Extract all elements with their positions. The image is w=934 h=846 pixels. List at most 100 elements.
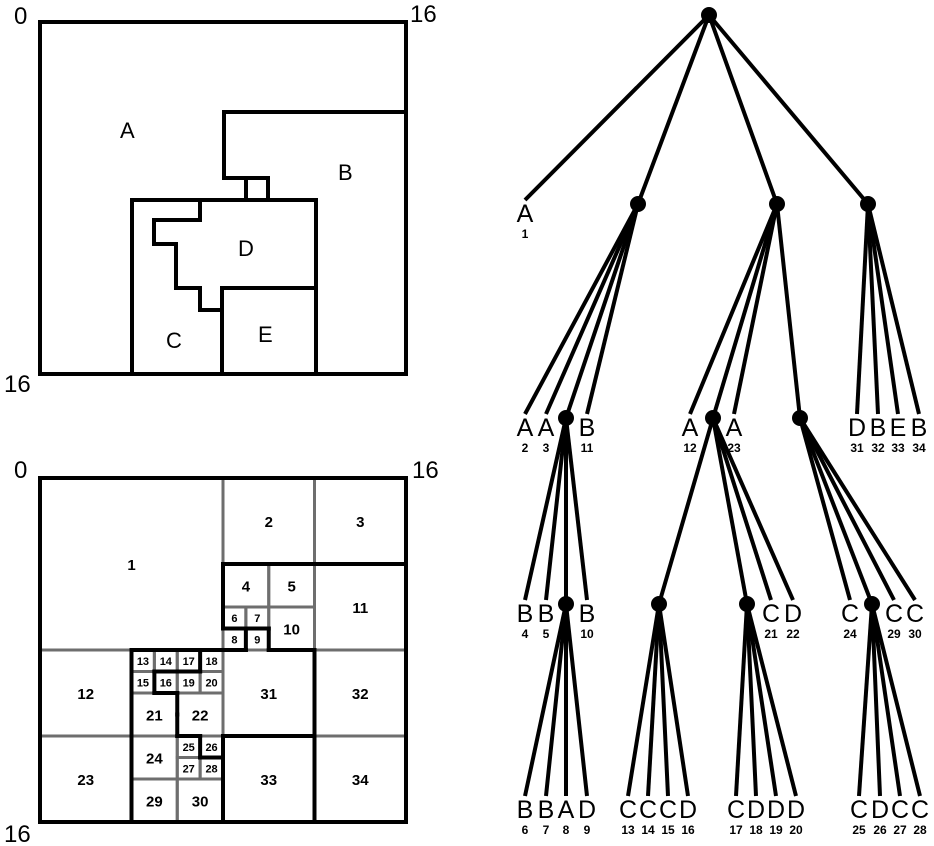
tree-edge [564,603,589,797]
tree-edge [523,203,640,415]
blocks-coord-origin: 0 [14,457,27,484]
leaf-label-11: B [579,414,596,442]
tree-edge [564,203,640,419]
leaf-number-15: 15 [661,823,675,837]
block-label-28: 28 [205,763,217,775]
tree-edge [866,203,900,415]
leaf-number-26: 26 [873,823,887,837]
leaf-label-31: D [848,414,866,442]
leaf-label-33: E [890,414,907,442]
tree-node-r-2-1 [705,410,721,426]
block-label-19: 19 [183,677,195,689]
block-label-27: 27 [183,763,195,775]
block-label-34: 34 [352,772,369,789]
tree-edge [636,14,711,205]
leaf-label-3: A [538,414,555,442]
block-label-11: 11 [352,600,368,617]
leaf-number-4: 4 [522,627,529,641]
block-label-3: 3 [356,514,364,531]
leaf-number-8: 8 [563,823,570,837]
tree-edge [544,603,568,797]
block-label-24: 24 [146,751,163,768]
region-label-b: B [338,160,353,185]
leaf-label-4: B [517,600,534,628]
leaf-label-32: B [870,414,887,442]
region-map: 0 16 16 A B C D E [4,1,437,398]
leaf-number-1: 1 [522,227,529,241]
tree-edge [626,603,661,797]
leaf-number-20: 20 [789,823,803,837]
tree-edge [745,603,778,797]
leaf-number-32: 32 [871,441,885,455]
leaf-number-11: 11 [581,441,594,455]
leaf-label-8: A [558,796,575,824]
leaf-label-29: C [885,600,903,628]
leaf-number-23: 23 [727,441,741,455]
tree-node-r-2-3-1 [864,596,880,612]
tree-node-r-1-2 [558,410,574,426]
leaf-label-34: B [911,414,928,442]
leaf-label-14: C [639,796,657,824]
block-label-9: 9 [254,634,260,646]
block-label-30: 30 [192,794,209,811]
block-label-25: 25 [183,742,195,754]
tree-edge [745,603,758,797]
leaf-number-16: 16 [681,823,695,837]
leaf-number-29: 29 [887,627,901,641]
leaf-label-16: D [679,796,697,824]
leaf-label-2: A [517,414,534,442]
leaf-label-27: C [891,796,909,824]
region-label-a: A [120,118,135,143]
tree-edge [798,417,896,601]
block-label-2: 2 [265,514,273,531]
block-label-23: 23 [77,772,94,789]
region-b-boundary [222,110,406,202]
block-label-31: 31 [260,686,277,703]
block-label-18: 18 [205,656,217,668]
tree-node-r-2-1-1 [739,596,755,612]
leaf-number-5: 5 [543,627,550,641]
tree-edge [523,13,711,202]
tree-node-r-1 [630,196,646,212]
tree-edge [523,603,568,797]
leaf-label-6: B [517,796,534,824]
tree-edge [866,203,921,415]
block-label-33: 33 [260,772,277,789]
leaf-number-2: 2 [522,441,529,455]
tree-edge [870,603,922,797]
tree-node-r-2 [769,196,785,212]
tree-node-r [701,7,717,23]
tree-node-r-2-1-0 [651,596,667,612]
leaf-label-5: B [538,600,555,628]
leaf-label-24: C [841,600,859,628]
block-label-12: 12 [77,686,94,703]
block-label-13: 13 [137,656,149,668]
region-d-top [266,178,318,374]
block-label-5: 5 [287,579,295,596]
block-label-16: 16 [160,677,172,689]
coord-top-right: 16 [410,1,437,28]
tree-node-r-1-2-2 [558,596,574,612]
leaf-label-22: D [784,600,802,628]
leaf-number-21: 21 [764,627,778,641]
region-d-boundary [130,178,248,374]
tree-edge [564,417,589,601]
tree-edge [798,416,917,602]
block-label-4: 4 [242,579,251,596]
leaf-label-19: D [767,796,785,824]
leaf-label-17: C [727,796,745,824]
leaf-label-21: C [762,600,780,628]
leaf-label-23: A [726,414,743,442]
leaf-number-7: 7 [543,823,550,837]
leaf-label-18: D [747,796,765,824]
leaf-number-34: 34 [912,441,926,455]
leaf-number-6: 6 [522,823,529,837]
leaf-label-1: A [517,200,534,228]
tree-edge [711,417,749,605]
region-c-d-boundary [152,200,224,374]
quadtree-tree: A1A2A3B4B5B6B7A8D9B10B11A12C13C14C15D16C… [517,7,929,837]
leaf-number-33: 33 [891,441,905,455]
tree-edge [657,417,715,605]
leaf-number-14: 14 [641,823,655,837]
